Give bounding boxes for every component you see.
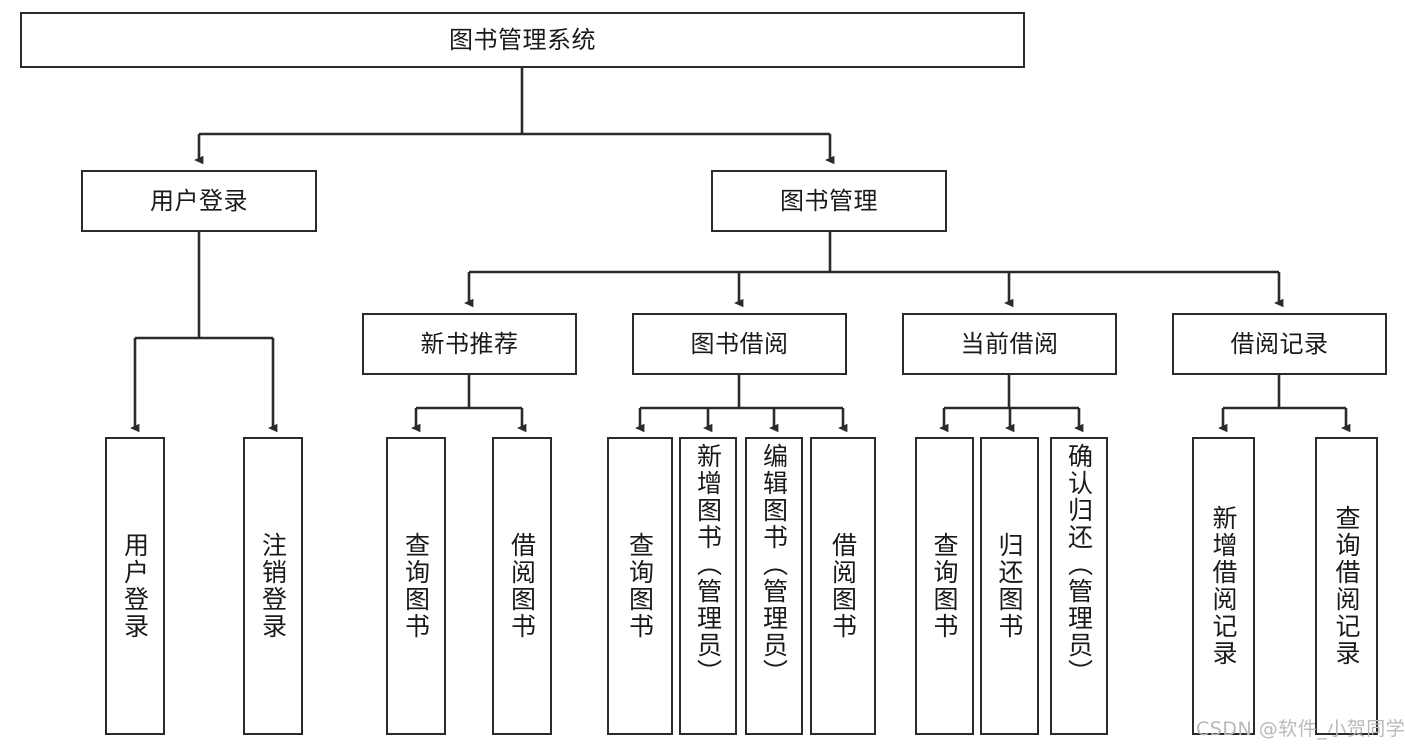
leaf-query-book-current[interactable]: 查询图书 [915, 437, 974, 735]
leaf-query-book-recommend[interactable]: 查询图书 [386, 437, 446, 735]
leaf-logout[interactable]: 注销登录 [243, 437, 303, 735]
node-label: 确认归还（管理员） [1064, 443, 1094, 686]
node-current-borrow[interactable]: 当前借阅 [902, 313, 1117, 375]
leaf-user-login[interactable]: 用户登录 [105, 437, 165, 735]
leaf-query-book-borrow[interactable]: 查询图书 [607, 437, 673, 735]
node-label: 用户登录 [150, 186, 248, 215]
leaf-borrow-book[interactable]: 借阅图书 [810, 437, 876, 735]
leaf-confirm-return-admin[interactable]: 确认归还（管理员） [1050, 437, 1108, 735]
leaf-add-borrow-record[interactable]: 新增借阅记录 [1192, 437, 1255, 735]
node-label: 图书借阅 [690, 329, 789, 358]
node-label: 编辑图书（管理员） [759, 443, 789, 686]
node-borrow-record[interactable]: 借阅记录 [1172, 313, 1387, 375]
leaf-add-book-admin[interactable]: 新增图书（管理员） [679, 437, 737, 735]
node-label: 新书推荐 [420, 329, 519, 358]
node-label: 用户登录 [120, 532, 150, 640]
leaf-return-book[interactable]: 归还图书 [980, 437, 1039, 735]
node-book-borrow[interactable]: 图书借阅 [632, 313, 847, 375]
node-label: 注销登录 [258, 532, 288, 640]
watermark-text: CSDN @软件_小贺同学 [1196, 718, 1405, 740]
node-label: 借阅图书 [828, 532, 858, 640]
node-user-login[interactable]: 用户登录 [81, 170, 317, 232]
node-label: 归还图书 [995, 532, 1024, 640]
node-label: 图书管理 [780, 186, 878, 215]
node-label: 新增借阅记录 [1209, 505, 1238, 667]
node-label: 图书管理系统 [449, 25, 596, 54]
leaf-query-borrow-record[interactable]: 查询借阅记录 [1315, 437, 1378, 735]
leaf-borrow-book-recommend[interactable]: 借阅图书 [492, 437, 552, 735]
node-label: 查询借阅记录 [1332, 505, 1361, 667]
node-label: 查询图书 [625, 532, 655, 640]
node-new-book-recommend[interactable]: 新书推荐 [362, 313, 577, 375]
node-label: 当前借阅 [960, 329, 1059, 358]
node-label: 借阅图书 [507, 532, 537, 640]
node-root-system[interactable]: 图书管理系统 [20, 12, 1025, 68]
node-label: 查询图书 [401, 532, 431, 640]
node-label: 新增图书（管理员） [693, 443, 723, 686]
node-label: 借阅记录 [1230, 329, 1329, 358]
leaf-edit-book-admin[interactable]: 编辑图书（管理员） [745, 437, 803, 735]
node-label: 查询图书 [930, 532, 959, 640]
node-book-management[interactable]: 图书管理 [711, 170, 947, 232]
